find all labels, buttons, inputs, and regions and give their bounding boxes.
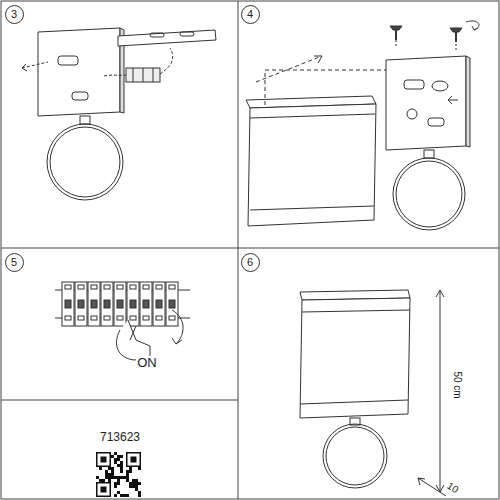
switch-state: ON xyxy=(136,356,158,369)
breaker-module xyxy=(166,282,178,326)
step-number-circle: 4 xyxy=(241,5,260,24)
dimension-label: 10 xyxy=(445,480,461,496)
breaker-module xyxy=(140,282,152,326)
qr-code xyxy=(96,452,141,497)
breaker-module xyxy=(127,282,139,326)
breaker-module xyxy=(88,282,100,326)
article-number: 713623 xyxy=(99,431,141,443)
step-6-drawing xyxy=(300,290,446,496)
step-3-drawing xyxy=(22,28,216,200)
step-number: 3 xyxy=(11,9,17,20)
breaker-module xyxy=(153,282,165,326)
step-number: 4 xyxy=(247,9,253,20)
step-number-circle: 3 xyxy=(5,5,24,24)
step-4-drawing xyxy=(246,21,479,230)
breaker-module xyxy=(75,282,87,326)
breaker-module xyxy=(101,282,113,326)
dimension-label: 50 cm xyxy=(452,370,462,399)
step-5-drawing xyxy=(55,282,190,360)
step-number: 5 xyxy=(11,257,17,268)
step-number: 6 xyxy=(247,257,253,268)
breaker-module xyxy=(62,282,74,326)
breaker-module xyxy=(114,282,126,326)
step-number-circle: 5 xyxy=(5,253,24,272)
step-number-circle: 6 xyxy=(241,253,260,272)
